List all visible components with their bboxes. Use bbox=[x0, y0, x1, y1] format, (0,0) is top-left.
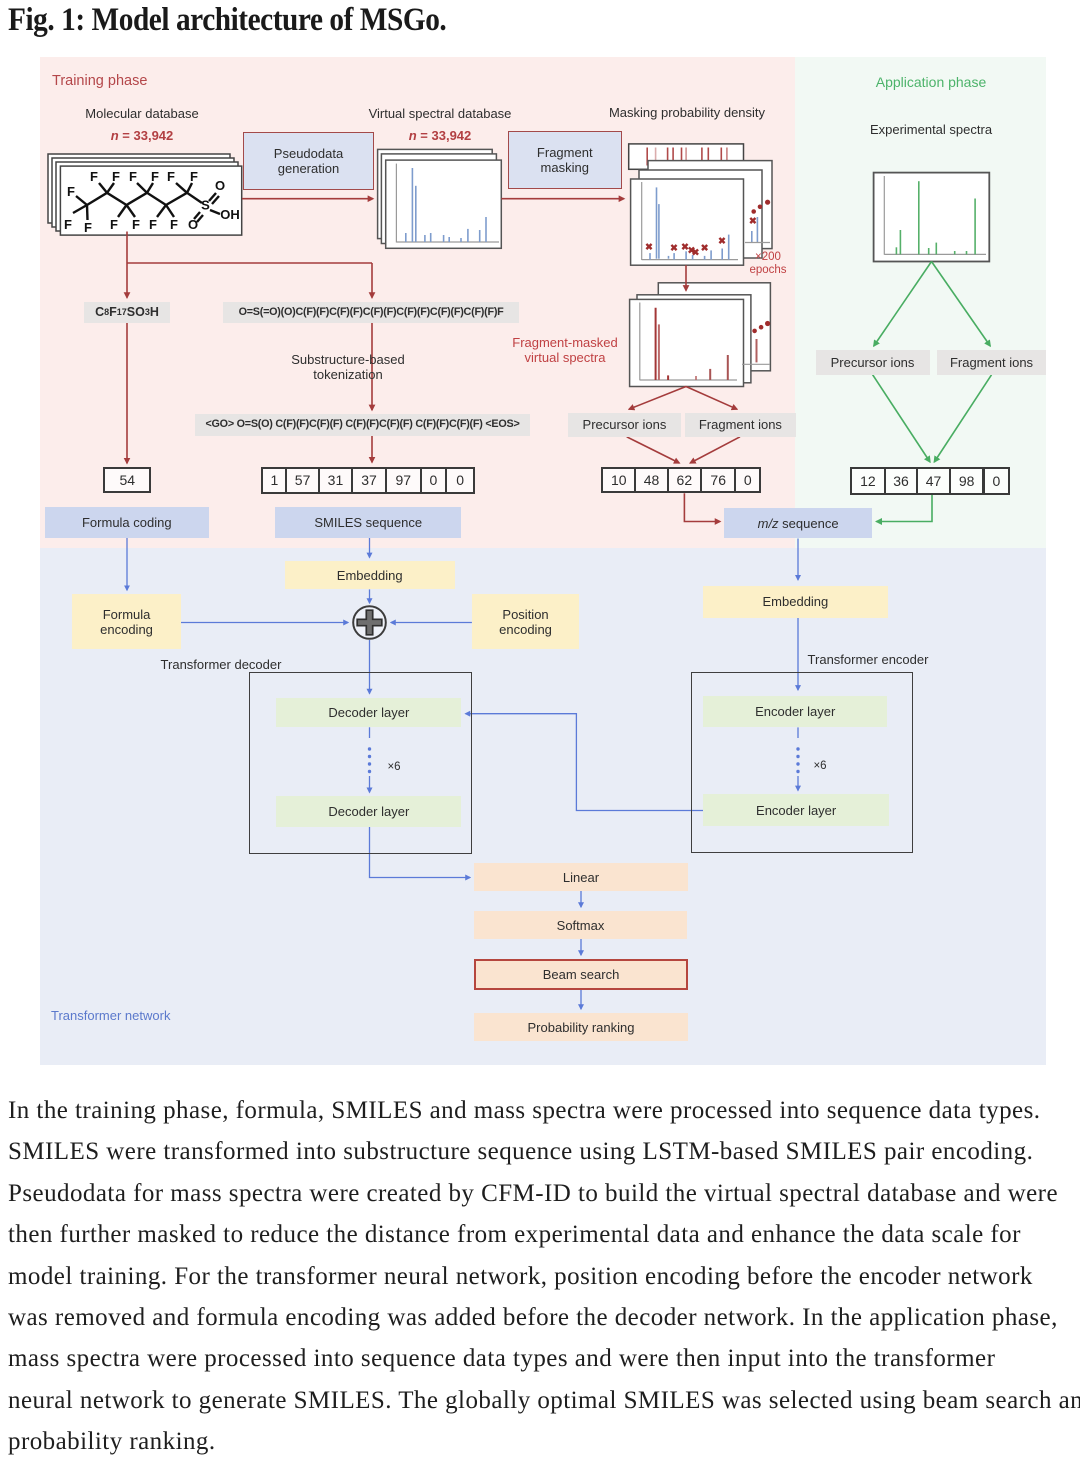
svg-text:F: F bbox=[67, 184, 75, 199]
svg-text:✖: ✖ bbox=[692, 247, 700, 258]
svg-text:✖: ✖ bbox=[681, 242, 689, 253]
svg-text:✖: ✖ bbox=[670, 243, 678, 254]
svg-text:F: F bbox=[170, 217, 178, 232]
svg-text:F: F bbox=[90, 169, 98, 184]
svg-text:✖: ✖ bbox=[701, 243, 709, 254]
svg-text:F: F bbox=[151, 169, 159, 184]
svg-text:F: F bbox=[84, 220, 92, 235]
svg-text:F: F bbox=[149, 217, 157, 232]
svg-text:OH: OH bbox=[220, 207, 240, 222]
svg-text:F: F bbox=[112, 169, 120, 184]
svg-text:F: F bbox=[129, 169, 137, 184]
svg-text:O: O bbox=[215, 178, 225, 193]
svg-text:O: O bbox=[188, 217, 198, 232]
svg-text:✖: ✖ bbox=[718, 236, 726, 247]
svg-text:✖: ✖ bbox=[688, 246, 696, 257]
svg-text:✖: ✖ bbox=[749, 216, 757, 227]
svg-text:S: S bbox=[201, 198, 210, 213]
svg-text:F: F bbox=[110, 217, 118, 232]
svg-text:✖: ✖ bbox=[645, 242, 653, 253]
svg-text:F: F bbox=[167, 169, 175, 184]
svg-text:F: F bbox=[132, 217, 140, 232]
svg-text:F: F bbox=[64, 217, 72, 232]
svg-text:F: F bbox=[190, 169, 198, 184]
